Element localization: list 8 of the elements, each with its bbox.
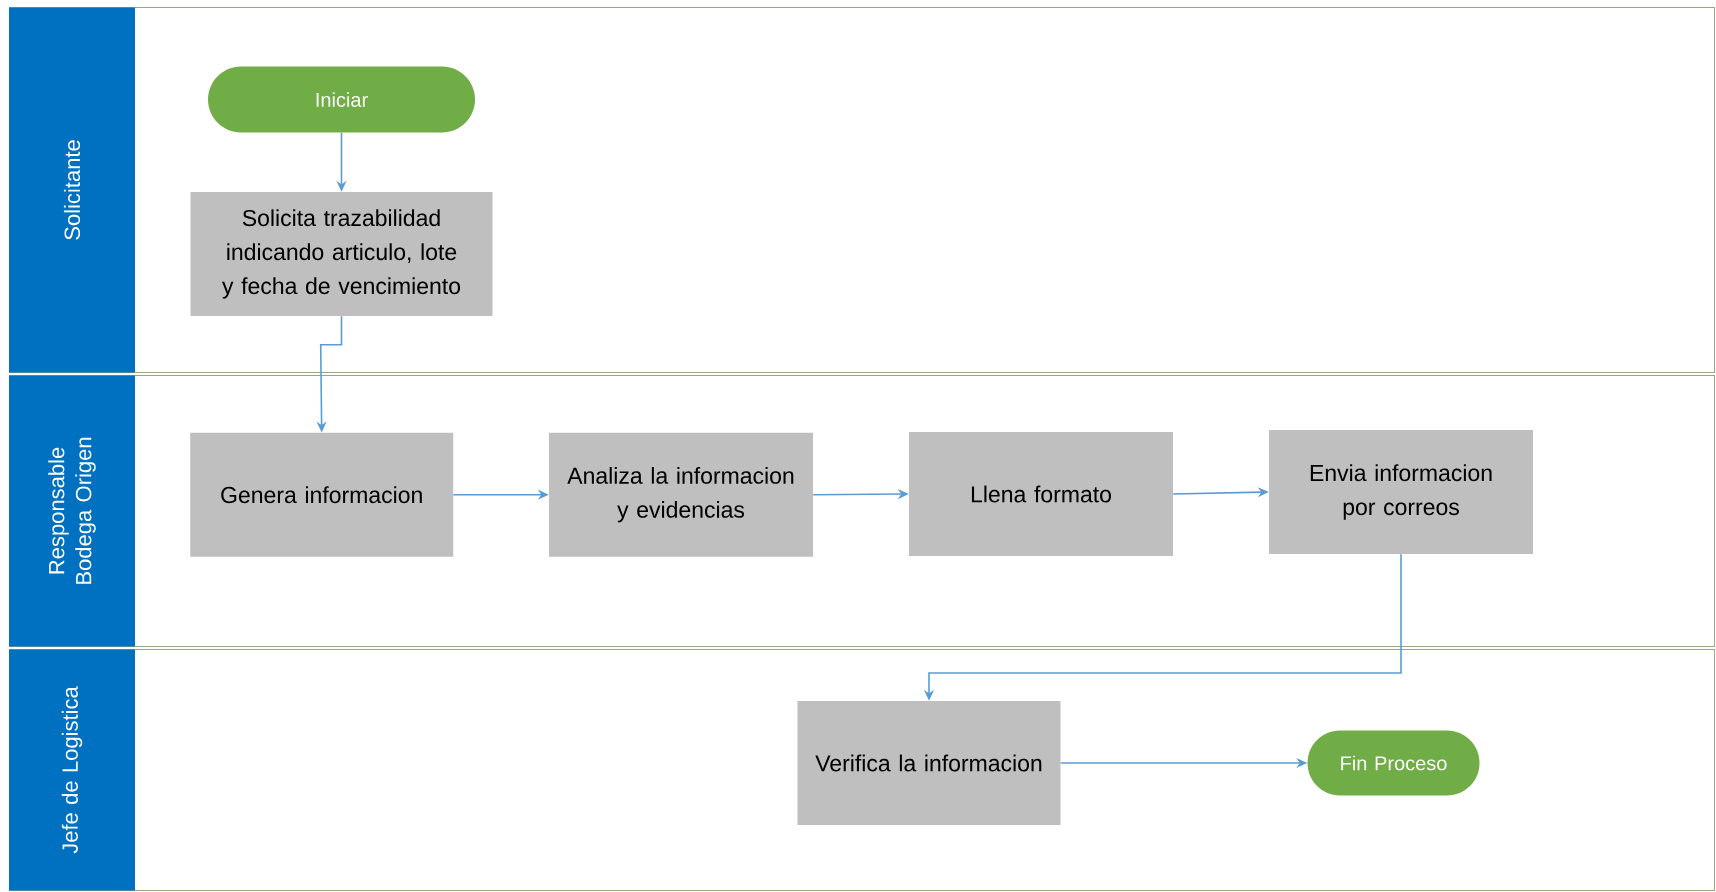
process-box: Verifica la informacion [797, 701, 1061, 825]
process-box: Envia informacion por correos [1269, 430, 1533, 554]
process-box: Genera informacion [190, 432, 454, 557]
process-box: Llena formato [909, 432, 1173, 556]
process-box: Solicita trazabilidad indicando articulo, lote y fecha de vencimiento [190, 192, 493, 316]
terminal-pill: Iniciar [208, 66, 475, 133]
terminal-pill: Fin Proceso [1307, 730, 1480, 796]
process-box: Analiza la informacion y evidencias [549, 432, 813, 557]
